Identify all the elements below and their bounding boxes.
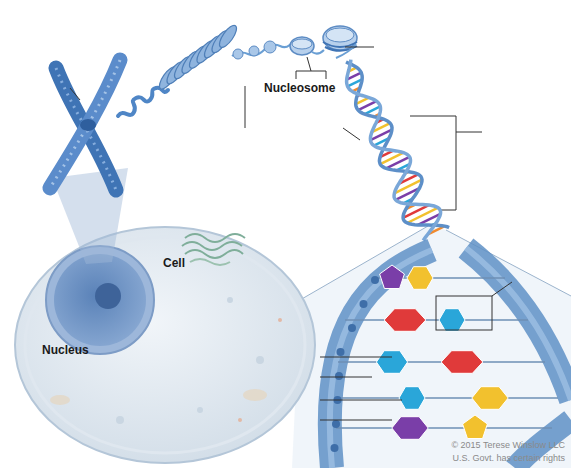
illustration-ellipse [323,26,357,50]
illustration-path [330,250,432,468]
illustration-circle [360,300,368,308]
illustration-ellipse [216,23,239,50]
illustration-polygon [439,309,465,332]
illustration-circle [331,444,339,452]
illustration-polyline [347,60,441,241]
illustration-circle [256,356,264,364]
illustration-ellipse [25,237,305,453]
illustration-circle [95,283,121,309]
illustration-polygon [441,351,483,374]
illustration-ellipse [50,395,70,405]
illustration-polygon [292,226,571,468]
illustration-circle [371,276,379,284]
illustration-line [307,57,311,71]
illustration-path [185,250,243,258]
illustration-g [156,23,239,92]
illustration-circle [116,416,124,424]
illustration-line [343,128,360,140]
illustration-polygon [376,351,407,374]
illustration-line [345,47,374,48]
illustration-path [466,248,571,400]
illustration-line [245,86,246,128]
illustration-ellipse [326,28,354,42]
illustration-line [320,377,372,378]
illustration-circle [335,372,343,380]
illustration-polygon [472,387,508,410]
illustration-circle [197,407,203,413]
illustration-circle [337,348,345,356]
illustration-circle [249,46,259,56]
illustration-path [336,44,356,58]
cell-label: Cell [163,257,185,271]
illustration-circle [227,297,233,303]
illustration-g [346,60,449,241]
illustration-polyline [410,116,456,210]
illustration-polyline [296,71,326,79]
illustration-path [50,60,120,188]
illustration-path [118,88,168,116]
illustration-polygon [384,309,426,332]
illustration-polygon [463,415,488,439]
illustration-path [182,242,242,250]
nucleus-label: Nucleus [42,344,89,358]
rights-text: U.S. Govt. has certain rights [452,453,565,463]
illustration-line [456,132,482,133]
illustration-g [331,265,559,452]
illustration-path [323,42,357,47]
illustration-circle [278,318,282,322]
illustration-line [336,397,558,399]
illustration-path [185,234,245,242]
illustration-line [320,400,402,401]
illustration-line [365,106,381,114]
illustration-ellipse [15,227,315,463]
copyright-text: © 2015 Terese Winslow LLC [451,440,565,450]
illustration-path [50,60,120,188]
illustration-circle [264,41,276,53]
illustration-line [407,208,438,223]
illustration-line [336,427,552,429]
illustration-circle [54,254,146,346]
illustration-polygon [399,387,425,410]
illustration-circle [238,418,242,422]
illustration-ellipse [290,37,314,55]
illustration-circle [332,420,340,428]
illustration-polygon [392,417,428,440]
illustration-ellipse [243,389,267,401]
illustration-rect [436,296,492,330]
illustration-path [330,250,432,468]
illustration-polygon [407,267,433,290]
illustration-line [320,357,392,358]
illustration-circle [233,49,243,59]
illustration-path [466,248,571,400]
illustration-ellipse [292,39,312,49]
illustration-line [70,88,80,100]
illustration-ellipse [80,119,96,131]
illustration-polygon [380,265,405,289]
nucleosome-label: Nucleosome [262,82,337,96]
illustration-path [312,50,324,54]
illustration-line [320,420,392,421]
illustration-path [190,259,230,265]
illustration-line [492,282,512,296]
illustration-circle [348,324,356,332]
